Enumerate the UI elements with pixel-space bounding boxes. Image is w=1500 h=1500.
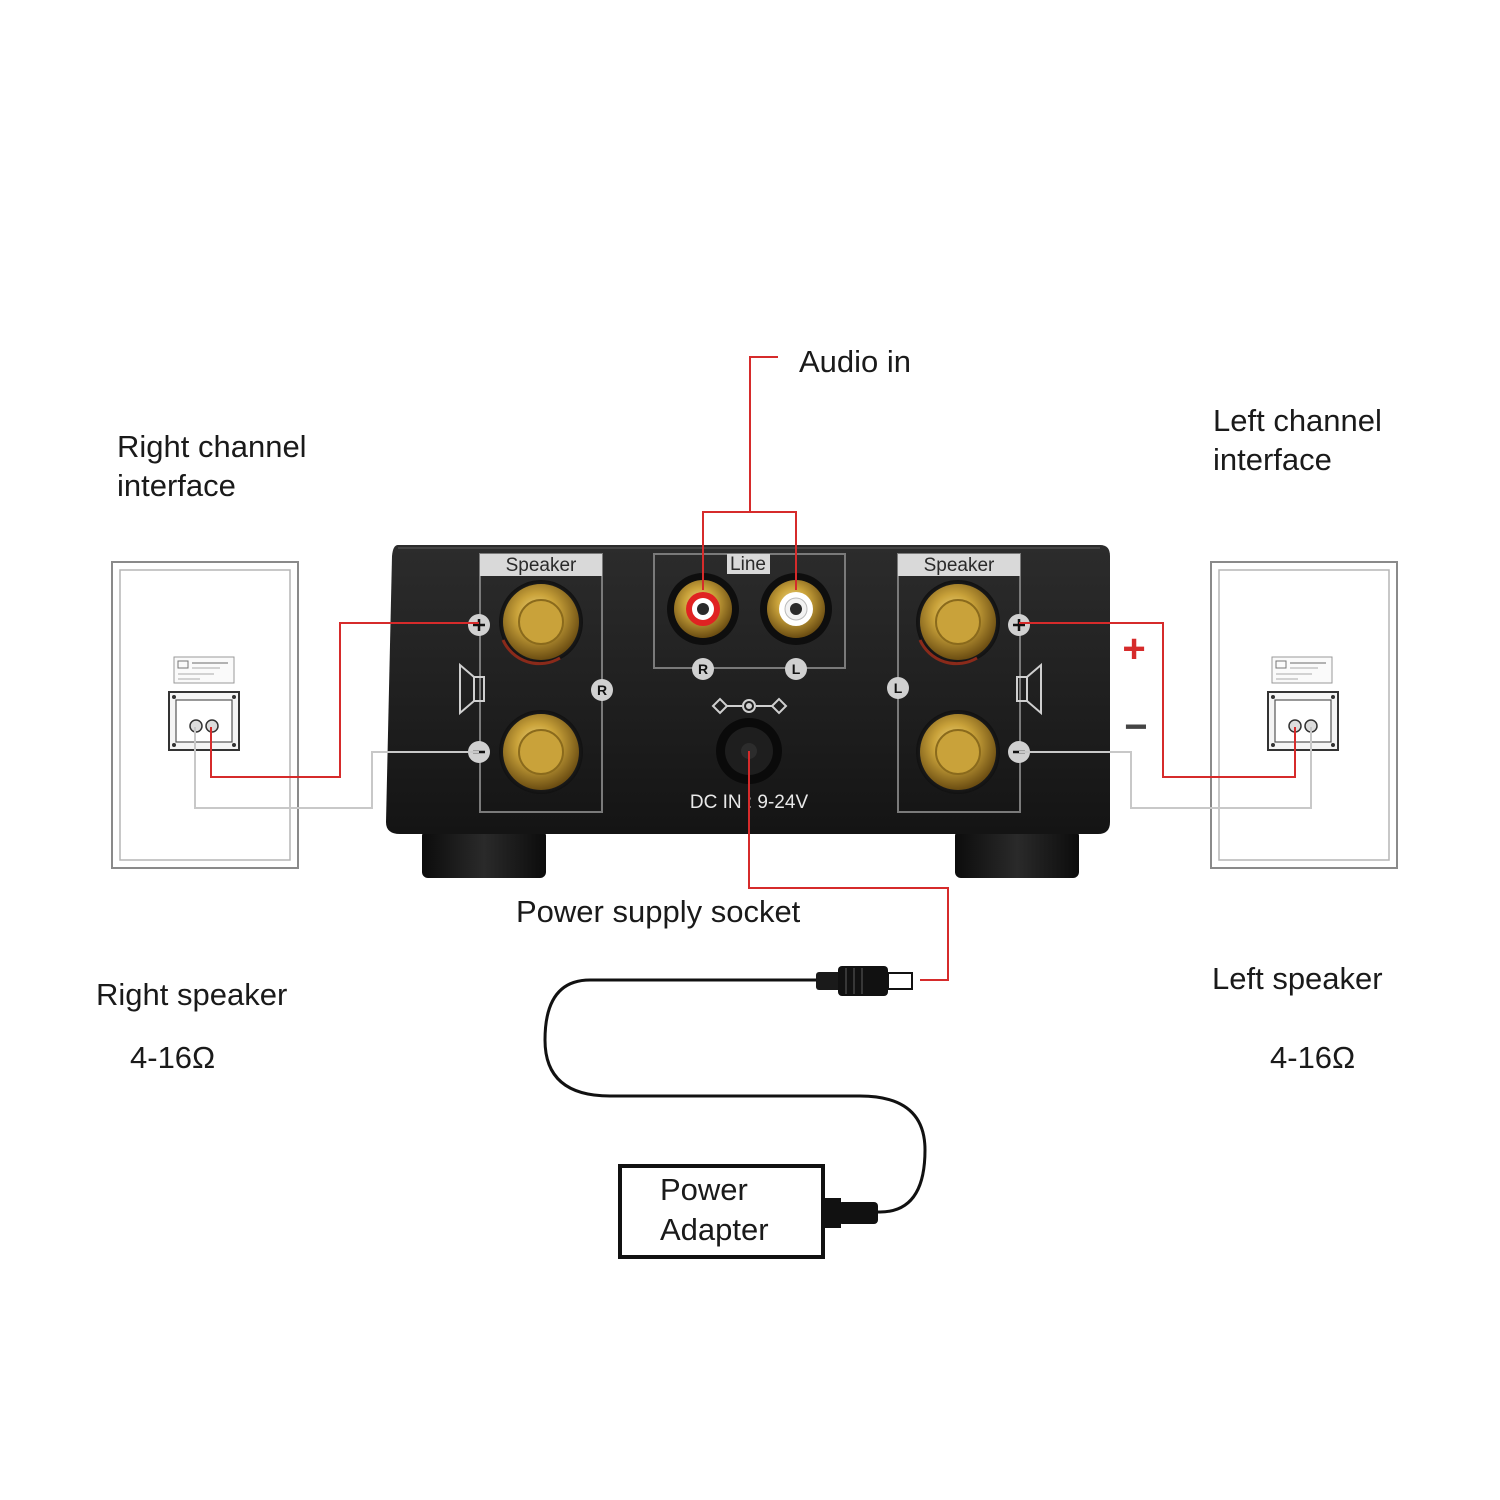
channel-badge-l: L — [887, 677, 909, 699]
channel-badge-l-label: L — [894, 680, 903, 696]
callout-right-channel-line1: Right channel — [117, 429, 307, 464]
channel-badge-r: R — [591, 679, 613, 701]
dc-barrel-plug-icon — [816, 966, 913, 996]
right-speaker-cabinet — [111, 561, 299, 869]
power-adapter-label-line2: Adapter — [660, 1212, 769, 1247]
left-speaker-label-plate — [1271, 656, 1333, 684]
wire-right-speaker-positive — [210, 622, 479, 778]
dc-polarity-icon — [711, 697, 788, 715]
left-speaker-terminal-block — [1267, 691, 1339, 751]
callout-left-channel-line2: interface — [1213, 442, 1332, 477]
binding-post-l-negative — [916, 710, 1000, 794]
rca-jack-r — [667, 573, 739, 645]
polarity-minus-sign: − — [1124, 705, 1147, 749]
wire-right-speaker-negative — [194, 727, 479, 809]
speaker-section-r: Speaker — [479, 553, 603, 813]
speaker-tab-label-l: Speaker — [924, 555, 995, 576]
plus-marker-r-icon — [468, 614, 490, 636]
callout-left-impedance: 4-16Ω — [1270, 1040, 1355, 1075]
binding-post-l-positive — [916, 580, 1000, 666]
rca-pin-badge-l: L — [785, 658, 807, 680]
callout-power-supply-socket: Power supply socket — [516, 894, 801, 929]
power-adapter-label-line1: Power — [660, 1172, 748, 1207]
rca-pin-badge-r: R — [692, 658, 714, 680]
power-cable — [543, 978, 927, 1214]
power-adapter-box: Power Adapter — [618, 1164, 825, 1259]
callout-right-channel-line2: interface — [117, 468, 236, 503]
speaker-section-l: Speaker — [897, 553, 1021, 813]
callout-right-impedance: 4-16Ω — [130, 1040, 215, 1075]
left-speaker-cabinet — [1210, 561, 1398, 869]
line-tab-label: Line — [730, 554, 766, 575]
speaker-glyph-l-icon — [1016, 662, 1042, 716]
callout-audio-in: Audio in — [799, 344, 911, 379]
right-speaker-terminal-block — [168, 691, 240, 751]
binding-post-r-negative — [499, 710, 583, 794]
wire-left-speaker-negative — [1019, 727, 1312, 809]
line-input-section: Line — [653, 553, 846, 669]
audio-in-leader-line — [702, 356, 797, 590]
rca-pin-label-r: R — [698, 661, 708, 677]
right-speaker-label-plate — [173, 656, 235, 684]
binding-post-r-positive — [499, 580, 583, 666]
power-socket-leader-line — [748, 751, 949, 981]
callout-left-speaker: Left speaker — [1212, 961, 1383, 996]
plus-marker-l-icon — [1008, 614, 1030, 636]
callout-right-speaker: Right speaker — [96, 977, 287, 1012]
wire-left-speaker-positive — [1019, 622, 1296, 778]
channel-badge-r-label: R — [597, 682, 607, 698]
callout-left-channel-line1: Left channel — [1213, 403, 1382, 438]
speaker-glyph-r-icon — [459, 662, 485, 716]
adapter-cable-strain-relief-icon — [823, 1198, 878, 1228]
rca-pin-label-l: L — [792, 661, 801, 677]
amplifier-feet — [422, 830, 1079, 878]
speaker-tab-label-r: Speaker — [506, 555, 577, 576]
rca-jack-l — [760, 573, 832, 645]
polarity-plus-sign: + — [1122, 627, 1145, 671]
